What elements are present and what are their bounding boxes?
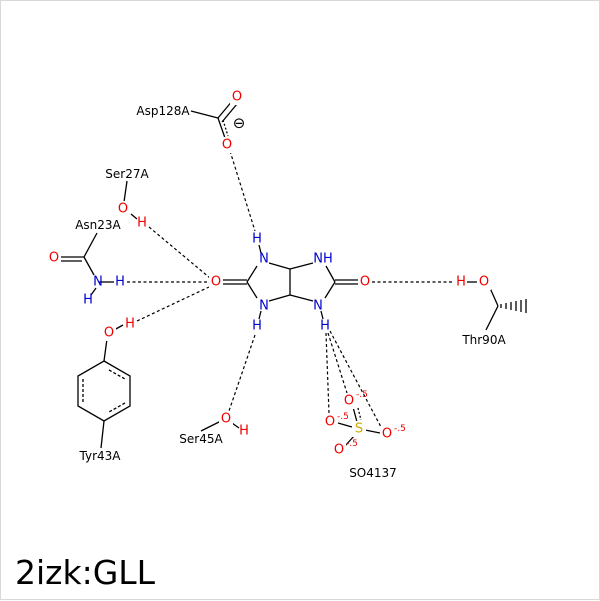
atom-labels: O ⊖ O O H O N H H O H O H N N H NH N H O… [47, 89, 491, 458]
tyr43a-aromatic-2 [108, 402, 126, 413]
ligand-bond-n1-c3a [268, 262, 291, 270]
ligand-bond-c5-n6 [324, 281, 336, 299]
so4-o-right-charge: -.5 [394, 424, 406, 434]
ser27a-bond [123, 180, 128, 203]
hbond-ser45a-ligand [228, 334, 256, 412]
ligand-n6-label: N [313, 299, 323, 314]
asn23a-nh2-bond [90, 287, 97, 296]
residue-label-asn23a: Asn23A [75, 218, 121, 232]
so4-s-label: S [355, 422, 363, 437]
asn23a-o-label: O [49, 251, 59, 266]
asn23a-n-label: N [93, 275, 103, 290]
asp128a-co-double-2 [221, 103, 238, 123]
ligand-nh-right-label: NH [313, 252, 333, 267]
ligand-bond-c6a-n6 [289, 294, 314, 302]
so4-o-left-charge: -.5 [337, 412, 349, 422]
ser27a-oh-bond [130, 213, 138, 220]
ligand-h-top-label: H [252, 232, 262, 247]
ligand-bond-n1-c2 [246, 265, 258, 283]
so4-o-top-label: O [344, 394, 354, 409]
ligand-gll [223, 244, 358, 320]
hbond-asp128a-ligand [229, 150, 256, 232]
so4-resonance [357, 407, 362, 421]
residue-label-ser45a: Ser45A [179, 432, 223, 446]
asp128a-bond [190, 110, 219, 119]
so4-o-bottom-charge: -.5 [346, 439, 358, 449]
hbond-so4-o1 [325, 332, 330, 414]
ser45a-oh-bond [231, 422, 240, 429]
so4-bond-right [364, 429, 381, 434]
tyr43a-bond [100, 420, 105, 449]
asn23a-h2-label: H [83, 293, 93, 308]
tyr43a-h-label: H [125, 317, 135, 332]
ligand-nh-bottom-bond [258, 310, 262, 320]
ser45a-o-label: O [221, 412, 231, 427]
hbond-so4-o2 [327, 332, 348, 394]
hbond-so4-o3 [329, 330, 382, 428]
tyr43a-o-label: O [104, 326, 114, 341]
asn23a-bond-1 [83, 232, 98, 258]
residue-labels: Asp128A Ser27A Asn23A Tyr43A Ser45A Thr9… [75, 104, 506, 480]
hbond-ser27a-ligand [148, 226, 211, 279]
ligand-bond-c2-n3 [246, 281, 258, 299]
diagram-caption: 2izk:GLL [15, 553, 156, 592]
so4-o-bottom-label: O [334, 443, 344, 458]
ligand-bond-c3a-n4 [289, 262, 314, 270]
hbond-tyr43a-ligand [136, 286, 210, 322]
residue-label-thr90a: Thr90A [461, 333, 506, 347]
ser45a-bond [200, 420, 222, 432]
residue-label-tyr43a: Tyr43A [79, 449, 122, 463]
thr90a-h-label: H [456, 275, 466, 290]
ligand-h-right-label: H [320, 319, 330, 334]
so4-o-top-charge: -.5 [356, 390, 368, 400]
hydrogen-bonds [127, 150, 454, 428]
asp128a-o1-label: O [232, 90, 242, 105]
ligand-n3-label: N [259, 299, 269, 314]
ligand-nh-top-bond [258, 244, 262, 254]
so4-bond-left [337, 422, 353, 428]
ser27a-o-label: O [118, 202, 128, 217]
thr90a-bond [485, 305, 499, 331]
asp128a-co-resonance [222, 119, 229, 137]
ser45a-h-label: H [239, 424, 249, 439]
ligand-nh-right-bond [320, 310, 324, 320]
tyr43a-ring [77, 360, 131, 422]
ligand-bond-n4-c5 [325, 265, 336, 283]
ligand-bond-n3-c6a [268, 294, 291, 302]
thr90a-group [467, 281, 527, 331]
tyr43a-co-bond [103, 338, 108, 362]
asn23a-group [61, 232, 114, 296]
residue-label-so4137: SO4137 [349, 466, 397, 480]
thr90a-co-bond [489, 287, 499, 307]
ligand-o-left-label: O [211, 275, 221, 290]
tyr43a-aromatic-1 [108, 369, 126, 380]
ligand-h-bottom-label: H [252, 319, 262, 334]
asn23a-h-label: H [115, 275, 125, 290]
asp128a-group [190, 99, 238, 139]
thr90a-stereo-hash [500, 299, 527, 313]
tyr43a-group [77, 324, 131, 449]
asp128a-negative-charge-icon: ⊖ [233, 114, 246, 132]
residue-label-asp128a: Asp128A [136, 104, 190, 118]
asp128a-co-single [217, 117, 226, 139]
so4-bond-top [352, 406, 358, 423]
residue-label-ser27a: Ser27A [105, 167, 149, 181]
so4-o-right-label: O [382, 427, 392, 442]
ser27a-h-label: H [137, 216, 147, 231]
ligand-n1-label: N [259, 252, 269, 267]
asn23a-cn-bond [83, 256, 95, 276]
asp128a-o2-label: O [222, 138, 232, 153]
so4-o-left-label: O [325, 415, 335, 430]
ligand-o-right-label: O [360, 275, 370, 290]
thr90a-o-label: O [479, 275, 489, 290]
